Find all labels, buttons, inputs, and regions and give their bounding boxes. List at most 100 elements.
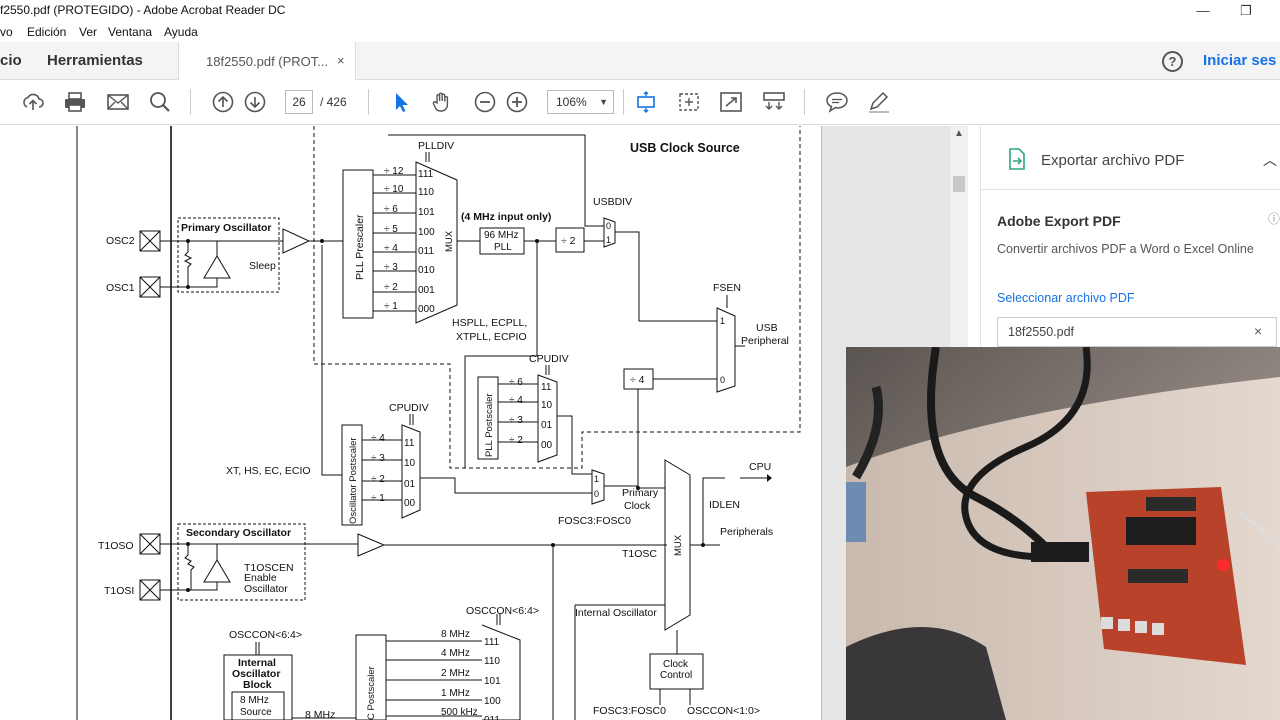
tab-document[interactable]: 18f2550.pdf (PROT... ×: [178, 42, 356, 80]
plldiv-code-label: 110: [418, 187, 434, 198]
scroll-up-icon[interactable]: ▲: [954, 128, 964, 139]
clock-control-label: Clock: [663, 659, 689, 670]
internal-frequency-label: 1 MHz: [441, 688, 470, 699]
pclk-mux-bit0: 0: [594, 489, 599, 499]
adobe-export-heading: Adobe Export PDF: [997, 213, 1121, 229]
fit-page-icon[interactable]: [634, 91, 658, 113]
plldiv-ratio-label: ÷ 3: [384, 262, 398, 273]
oscillator-block-label: Oscillator: [232, 668, 280, 680]
menu-file[interactable]: vo: [0, 25, 13, 39]
sign-in-link[interactable]: Iniciar ses: [1203, 52, 1277, 69]
osc-postscaler-code-label: 11: [404, 438, 415, 449]
menu-help[interactable]: Ayuda: [164, 25, 198, 39]
hand-icon[interactable]: [430, 91, 454, 113]
usbdiv-bit1: 1: [606, 235, 611, 245]
zoom-out-icon[interactable]: [473, 91, 497, 113]
tab-bar: cio Herramientas 18f2550.pdf (PROT... × …: [0, 42, 1280, 80]
pll-postscaler-ratio-label: ÷ 6: [509, 377, 523, 388]
toolbar: 26 / 426 106% ▼: [0, 80, 1280, 125]
search-icon[interactable]: [148, 91, 172, 113]
osc-postscaler-ratio-label: ÷ 3: [371, 453, 385, 464]
clock-label: Clock: [624, 500, 651, 512]
page-up-icon[interactable]: [211, 91, 235, 113]
chevron-up-icon[interactable]: ︿: [1263, 152, 1277, 168]
upload-icon[interactable]: [21, 91, 45, 113]
internal-label: Internal: [238, 657, 276, 669]
block-label: Block: [243, 679, 272, 691]
zoom-select[interactable]: 106% ▼: [547, 90, 614, 114]
selected-file-field[interactable]: 18f2550.pdf ×: [997, 317, 1277, 347]
pll-postscaler-code-label: 10: [541, 400, 553, 411]
osccon10-label: OSCCON<1:0>: [687, 705, 760, 717]
plldiv-ratio-label: ÷ 2: [384, 282, 398, 293]
osccon64-label-left: OSCCON<6:4>: [229, 629, 302, 641]
div4-label: ÷ 4: [630, 374, 645, 386]
plldiv-ratio-label: ÷ 1: [384, 301, 398, 312]
document-area[interactable]: USB Clock Source PLLDIV PLL Prescaler MU…: [0, 126, 950, 720]
peripheral-label: Peripheral: [741, 335, 789, 347]
scroll-mode-icon[interactable]: [762, 91, 786, 113]
plldiv-ratio-label: ÷ 6: [384, 204, 398, 215]
pclk-mux-bit1: 1: [594, 474, 599, 484]
toolbar-divider: [623, 89, 624, 115]
chevron-down-icon: ▼: [599, 97, 608, 107]
internal-code-label: 111: [484, 637, 500, 648]
pll-postscaler-code-label: 00: [541, 440, 553, 451]
export-panel-header[interactable]: Exportar archivo PDF ︿: [981, 126, 1280, 190]
cpudiv-label-upper: CPUDIV: [529, 353, 569, 365]
plldiv-code-label: 011: [418, 246, 434, 257]
restore-button[interactable]: ❐: [1240, 3, 1252, 18]
webcam-overlay: [846, 347, 1280, 720]
osc-postscaler-code-label: 00: [404, 498, 416, 509]
menu-bar: vo Edición Ver Ventana Ayuda: [0, 22, 1280, 42]
mux-label: MUX: [444, 230, 455, 252]
highlight-icon[interactable]: [867, 91, 891, 113]
page-number-input[interactable]: 26: [285, 90, 313, 114]
pll-postscaler-code-label: 11: [541, 382, 552, 393]
export-panel-title: Exportar archivo PDF: [1041, 152, 1185, 169]
export-description: Convertir archivos PDF a Word o Excel On…: [997, 242, 1254, 256]
minimize-button[interactable]: —: [1196, 3, 1210, 18]
tab-tools[interactable]: Herramientas: [47, 52, 143, 69]
usb-label: USB: [756, 322, 778, 334]
scrollbar-thumb[interactable]: [953, 176, 965, 192]
menu-edit[interactable]: Edición: [27, 25, 67, 39]
osccon64-label-right: OSCCON<6:4>: [466, 605, 539, 617]
plldiv-ratio-label: ÷ 10: [384, 184, 404, 195]
fosc-label-bottom: FOSC3:FOSC0: [593, 705, 666, 717]
osc-postscaler-ratio-label: ÷ 1: [371, 493, 385, 504]
rotate-icon[interactable]: [677, 91, 701, 113]
clock-diagram: USB Clock Source PLLDIV PLL Prescaler MU…: [76, 126, 801, 720]
internal-frequency-label: 500 kHz: [441, 707, 478, 718]
clear-file-icon[interactable]: ×: [1254, 323, 1263, 339]
t1oso-label: T1OSO: [98, 540, 134, 552]
comment-icon[interactable]: [825, 91, 849, 113]
menu-window[interactable]: Ventana: [108, 25, 153, 39]
c-postscaler-label: C Postscaler: [366, 666, 377, 720]
help-icon[interactable]: ?: [1162, 51, 1183, 72]
pdf-page: USB Clock Source PLLDIV PLL Prescaler MU…: [0, 126, 822, 720]
close-tab-icon[interactable]: ×: [337, 53, 345, 68]
control-label: Control: [660, 670, 692, 681]
page-total: / 426: [320, 95, 347, 109]
t1oscen-label: T1OSCEN: [244, 562, 294, 574]
toolbar-divider: [190, 89, 191, 115]
zoom-in-icon[interactable]: [505, 91, 529, 113]
line-8mhz-label: 8 MHz: [305, 709, 335, 720]
menu-view[interactable]: Ver: [79, 25, 98, 39]
internal-code-label: 101: [484, 676, 501, 687]
mail-icon[interactable]: [106, 91, 130, 113]
usbdiv-bit0: 0: [606, 221, 611, 231]
print-icon[interactable]: [63, 91, 87, 113]
info-icon[interactable]: ⓘ: [1268, 212, 1280, 226]
select-cursor-icon[interactable]: [389, 91, 413, 113]
plldiv-ratio-label: ÷ 12: [384, 166, 404, 177]
usbdiv-label: USBDIV: [593, 196, 632, 208]
fullscreen-icon[interactable]: [719, 91, 743, 113]
tab-document-label: 18f2550.pdf (PROT...: [206, 54, 329, 69]
page-down-icon[interactable]: [243, 91, 267, 113]
tab-home[interactable]: cio: [0, 52, 22, 69]
select-pdf-link[interactable]: Seleccionar archivo PDF: [997, 291, 1135, 305]
osc-postscaler-ratio-label: ÷ 2: [371, 474, 385, 485]
export-pdf-icon: [1007, 148, 1027, 173]
